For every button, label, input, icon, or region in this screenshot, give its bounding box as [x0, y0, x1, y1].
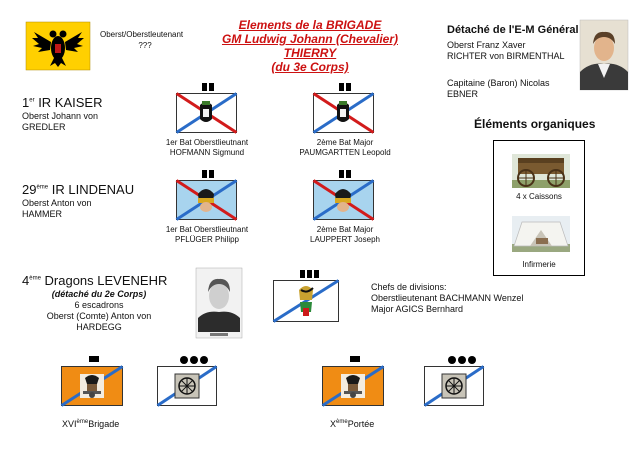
artillery-right-suffix: Portée — [347, 419, 375, 429]
dragoons-sup: ème — [29, 275, 41, 282]
dragoons-chefs-line2: Oberstlieutenant BACHMANN Wenzel — [371, 293, 524, 303]
title-line3: THIERRY — [283, 46, 337, 60]
dragoons-detached-note: (détaché du 2e Corps) — [51, 289, 147, 299]
dragoons-symbol — [272, 279, 340, 323]
dragoons-details: (détaché du 2e Corps) 6 escadrons Oberst… — [24, 289, 174, 333]
dragoons-size-pips — [300, 270, 319, 278]
detached-person1-line1: Oberst Franz Xaver — [447, 40, 526, 50]
lindenau-commander-line1: Oberst Anton von — [22, 198, 92, 208]
dragoons-chefs: Chefs de divisions: Oberstlieutenant BAC… — [371, 282, 523, 315]
lindenau-bat1-symbol — [175, 179, 238, 221]
organic-heading: Éléments organiques — [474, 117, 596, 131]
lindenau-bat2-symbol — [312, 179, 375, 221]
artillery-left-caption: XVIèmeBrigade — [62, 419, 119, 430]
dragoons-chefs-line3: Major AGICS Bernhard — [371, 304, 464, 314]
title-line2: GM Ludwig Johann (Chevalier) — [221, 32, 398, 46]
detached-person2: Capitaine (Baron) Nicolas EBNER — [447, 78, 550, 100]
kaiser-bat1-line1: 1er Bat Oberstlieutnant — [165, 138, 249, 147]
dragoons-commander-line1: Oberst (Comte) Anton von — [46, 311, 152, 321]
double-eagle-icon — [25, 21, 91, 71]
infirmary-tent-image — [512, 216, 570, 252]
artillery-left-symbol — [60, 365, 124, 407]
lindenau-number: 29 — [22, 182, 37, 197]
detached-person1-line2: RICHTER von BIRMENTHAL — [447, 51, 565, 61]
artillery-right-symbol — [321, 365, 385, 407]
train-right-symbol — [423, 365, 485, 407]
lindenau-commander-line2: HAMMER — [22, 209, 62, 219]
artillery-right-prefix: X — [330, 419, 337, 429]
lindenau-bat1-caption: 1er Bat Oberstlieutnant PFLÜGER Philipp — [140, 225, 274, 245]
kaiser-bat1-line2: HOFMANN Sigmund — [169, 148, 245, 157]
lindenau-commander: Oberst Anton von HAMMER — [22, 198, 92, 220]
portrait-hardegg-image — [195, 267, 243, 339]
kaiser-bat1-caption: 1er Bat Oberstlieutnant HOFMANN Sigmund — [140, 138, 274, 158]
title-line4: (du 3e Corps) — [271, 60, 349, 74]
artillery-left-suffix: Brigade — [88, 419, 120, 429]
lindenau-name: IR LINDENAU — [48, 182, 135, 197]
caissons-label: 4 x Caissons — [516, 192, 562, 201]
dragoons-number: 4 — [22, 273, 30, 288]
dragoons-squadrons: 6 escadrons — [74, 300, 124, 310]
kaiser-bat2-size-pips — [339, 83, 351, 91]
kaiser-bat1-symbol — [175, 92, 238, 134]
lindenau-sup: ème — [36, 184, 49, 191]
kaiser-bat2-line1: 2ème Bat Major — [316, 138, 374, 147]
lindenau-bat2-size-pips — [339, 170, 351, 178]
detached-person2-line1: Capitaine (Baron) Nicolas — [447, 78, 550, 88]
flag-caption-line1: Oberst/Oberstleutenant — [100, 30, 184, 39]
infirmary-label: Infirmerie — [522, 260, 556, 269]
kaiser-bat2-caption: 2ème Bat Major PAUMGARTTEN Leopold — [280, 138, 410, 158]
kaiser-name: IR KAISER — [34, 95, 103, 110]
page-title: Elements de la BRIGADE GM Ludwig Johann … — [195, 18, 425, 74]
kaiser-regiment-title: 1er IR KAISER — [22, 95, 103, 110]
caissons-wagon-image — [512, 154, 570, 188]
lindenau-bat2-line1: 2ème Bat Major — [316, 225, 374, 234]
artillery-right-caption: XèmePortée — [330, 419, 374, 430]
flag-caption-line2: ??? — [138, 41, 152, 50]
kaiser-bat2-symbol — [312, 92, 375, 134]
lindenau-bat1-size-pips — [202, 170, 214, 178]
train-left-size-pips — [180, 356, 208, 364]
artillery-right-size-pips — [350, 356, 360, 362]
detached-person2-line2: EBNER — [447, 89, 479, 99]
train-right-size-pips — [448, 356, 476, 364]
detached-heading: Détaché de l'E-M Général — [447, 24, 579, 36]
lindenau-regiment-title: 29ème IR LINDENAU — [22, 182, 134, 197]
kaiser-sup: er — [29, 97, 35, 104]
lindenau-bat1-line1: 1er Bat Oberstlieutnant — [165, 225, 249, 234]
kaiser-bat2-line2: PAUMGARTTEN Leopold — [299, 148, 391, 157]
kaiser-bat1-size-pips — [202, 83, 214, 91]
lindenau-bat2-line2: LAUPPERT Joseph — [310, 235, 380, 244]
kaiser-commander-line1: Oberst Johann von — [22, 111, 99, 121]
artillery-left-size-pips — [89, 356, 99, 362]
detached-person1: Oberst Franz Xaver RICHTER von BIRMENTHA… — [447, 40, 565, 62]
dragoons-commander-line2: HARDEGG — [76, 322, 122, 332]
artillery-right-sup: ème — [336, 419, 348, 425]
kaiser-number: 1 — [22, 95, 30, 110]
dragoons-chefs-line1: Chefs de divisions: — [371, 282, 447, 292]
dragoons-regiment-title: 4ème Dragons LEVENEHR — [22, 273, 167, 288]
artillery-left-prefix: XVI — [62, 419, 77, 429]
portrait-richter-image — [579, 19, 629, 91]
artillery-left-sup: ème — [76, 419, 89, 425]
lindenau-bat2-caption: 2ème Bat Major LAUPPERT Joseph — [280, 225, 410, 245]
dragoons-name: Dragons LEVENEHR — [40, 273, 168, 288]
train-left-symbol — [156, 365, 218, 407]
lindenau-bat1-line2: PFLÜGER Philipp — [174, 235, 240, 244]
kaiser-commander-line2: GREDLER — [22, 122, 66, 132]
kaiser-commander: Oberst Johann von GREDLER — [22, 111, 98, 133]
title-line1: Elements de la BRIGADE — [238, 18, 382, 32]
